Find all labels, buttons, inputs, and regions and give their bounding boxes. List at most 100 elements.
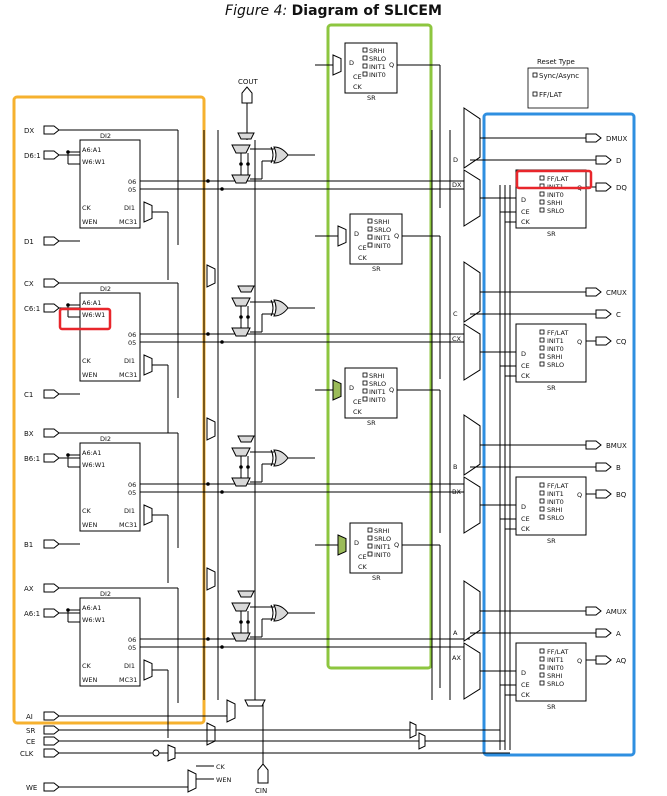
init-checkbox xyxy=(362,372,368,378)
lut-o5-label: 05 xyxy=(128,186,136,194)
di1-mux xyxy=(143,201,153,223)
lut-ck-label: CK xyxy=(82,204,92,212)
addr-input-pin xyxy=(43,453,60,463)
red-highlight-w6w1 xyxy=(58,307,112,331)
ctrl-ai-label: AI xyxy=(26,713,33,721)
right-ff-sr-label: SR xyxy=(547,230,556,238)
lut-ck-label: CK xyxy=(82,357,92,365)
init-checkbox xyxy=(539,672,545,678)
lut-block xyxy=(79,442,141,532)
ai-mux xyxy=(226,699,236,723)
xin-label: BX xyxy=(452,488,461,496)
small-ff-init-label: SRLO xyxy=(374,535,391,543)
right-ff-init-label: INIT0 xyxy=(547,498,564,506)
xor-gate xyxy=(273,299,289,317)
init-checkbox xyxy=(539,490,545,496)
right-ff-ck-label: CK xyxy=(521,691,531,699)
junction-dot xyxy=(246,315,250,319)
small-ff-block xyxy=(344,42,398,94)
cin-mux xyxy=(244,699,266,707)
sel-label: D xyxy=(453,156,458,164)
junction-dot xyxy=(220,490,224,494)
ff-input-mux xyxy=(332,379,342,401)
lut-wen-label: WEN xyxy=(82,676,98,684)
right-ff-d-label: D xyxy=(521,669,526,677)
sel-label: A xyxy=(453,629,458,637)
carry-mux-gray xyxy=(231,447,251,457)
carry-top-gray xyxy=(237,132,255,140)
right-ff-init-label: SRHI xyxy=(547,353,563,361)
init-checkbox xyxy=(539,353,545,359)
init-checkbox xyxy=(362,71,368,77)
xor-gate-arc xyxy=(270,449,274,467)
lut-di1-label: DI1 xyxy=(124,662,135,670)
out-mux-lower xyxy=(463,476,481,534)
figure-title: Figure 4: Diagram of SLICEM xyxy=(0,3,667,19)
small-ff-sr-label: SR xyxy=(367,419,376,427)
lut-block xyxy=(79,597,141,687)
mux-out-pin xyxy=(585,287,602,297)
ctrl-ce-label: CE xyxy=(26,738,35,746)
reset-type-heading: Reset Type xyxy=(537,58,575,66)
lut-write-addr-label: W6:W1 xyxy=(82,461,105,469)
init-checkbox xyxy=(539,656,545,662)
right-ff-ce-label: CE xyxy=(521,362,530,370)
init-checkbox xyxy=(539,498,545,504)
right-ff-block xyxy=(515,323,587,383)
addr-input-pin xyxy=(43,150,60,160)
carry-top-gray xyxy=(237,285,255,293)
small-ff-ce-label: CE xyxy=(353,398,362,406)
x-input-label: BX xyxy=(24,430,34,438)
lut-o6-label: 06 xyxy=(128,331,136,339)
addr-input-pin xyxy=(43,608,60,618)
ctrl-we-label: WE xyxy=(26,784,37,792)
lut-addr-label: A6:A1 xyxy=(82,146,101,154)
init-checkbox xyxy=(539,361,545,367)
init-checkbox xyxy=(539,337,545,343)
small-ff-d-label: D xyxy=(349,59,354,67)
x-input-pin xyxy=(43,428,60,438)
lut-write-addr-label: W6:W1 xyxy=(82,311,105,319)
init-checkbox xyxy=(367,551,373,557)
ff-q-pin xyxy=(595,182,612,192)
right-ff-init-label: FF/LAT xyxy=(547,329,568,337)
init-checkbox xyxy=(367,242,373,248)
junction-dot xyxy=(246,465,250,469)
junction-dot xyxy=(206,637,210,641)
right-ff-sr-label: SR xyxy=(547,703,556,711)
right-ff-init-label: SRLO xyxy=(547,207,564,215)
addr-input-label: C6:1 xyxy=(24,305,40,313)
ff-q-label: CQ xyxy=(616,338,627,346)
carry-top-gray xyxy=(237,435,255,443)
sync-async-checkbox xyxy=(532,72,538,78)
right-ff-init-label: SRHI xyxy=(547,506,563,514)
d1-input-pin xyxy=(43,236,60,246)
small-ff-init-label: INIT0 xyxy=(374,551,391,559)
ctrl-sr-label: SR xyxy=(26,727,35,735)
small-ff-sr-label: SR xyxy=(367,94,376,102)
lut-out-pin xyxy=(595,628,612,638)
init-checkbox xyxy=(539,191,545,197)
right-ff-init-label: INIT0 xyxy=(547,664,564,672)
right-ff-q-label: Q xyxy=(577,657,582,665)
sel-label: B xyxy=(453,463,457,471)
d1-input-pin xyxy=(43,389,60,399)
ctrl-clk-pin xyxy=(43,748,60,758)
cin-label: CIN xyxy=(255,787,267,795)
cout-pin xyxy=(241,86,253,104)
carry-select-gray xyxy=(231,174,251,184)
right-ff-d-label: D xyxy=(521,350,526,358)
junction-dot xyxy=(66,150,70,154)
mux-out-pin xyxy=(585,606,602,616)
figure-name: Diagram of SLICEM xyxy=(291,3,442,19)
right-ff-init-label: INIT1 xyxy=(547,337,564,345)
lut-wen-label: WEN xyxy=(82,521,98,529)
right-ff-ce-label: CE xyxy=(521,208,530,216)
right-ff-d-label: D xyxy=(521,196,526,204)
carry-select-gray xyxy=(231,632,251,642)
small-ff-init-label: INIT1 xyxy=(369,63,386,71)
sr-mux xyxy=(409,721,417,739)
right-ff-block xyxy=(515,169,587,229)
xor-gate-arc xyxy=(270,299,274,317)
